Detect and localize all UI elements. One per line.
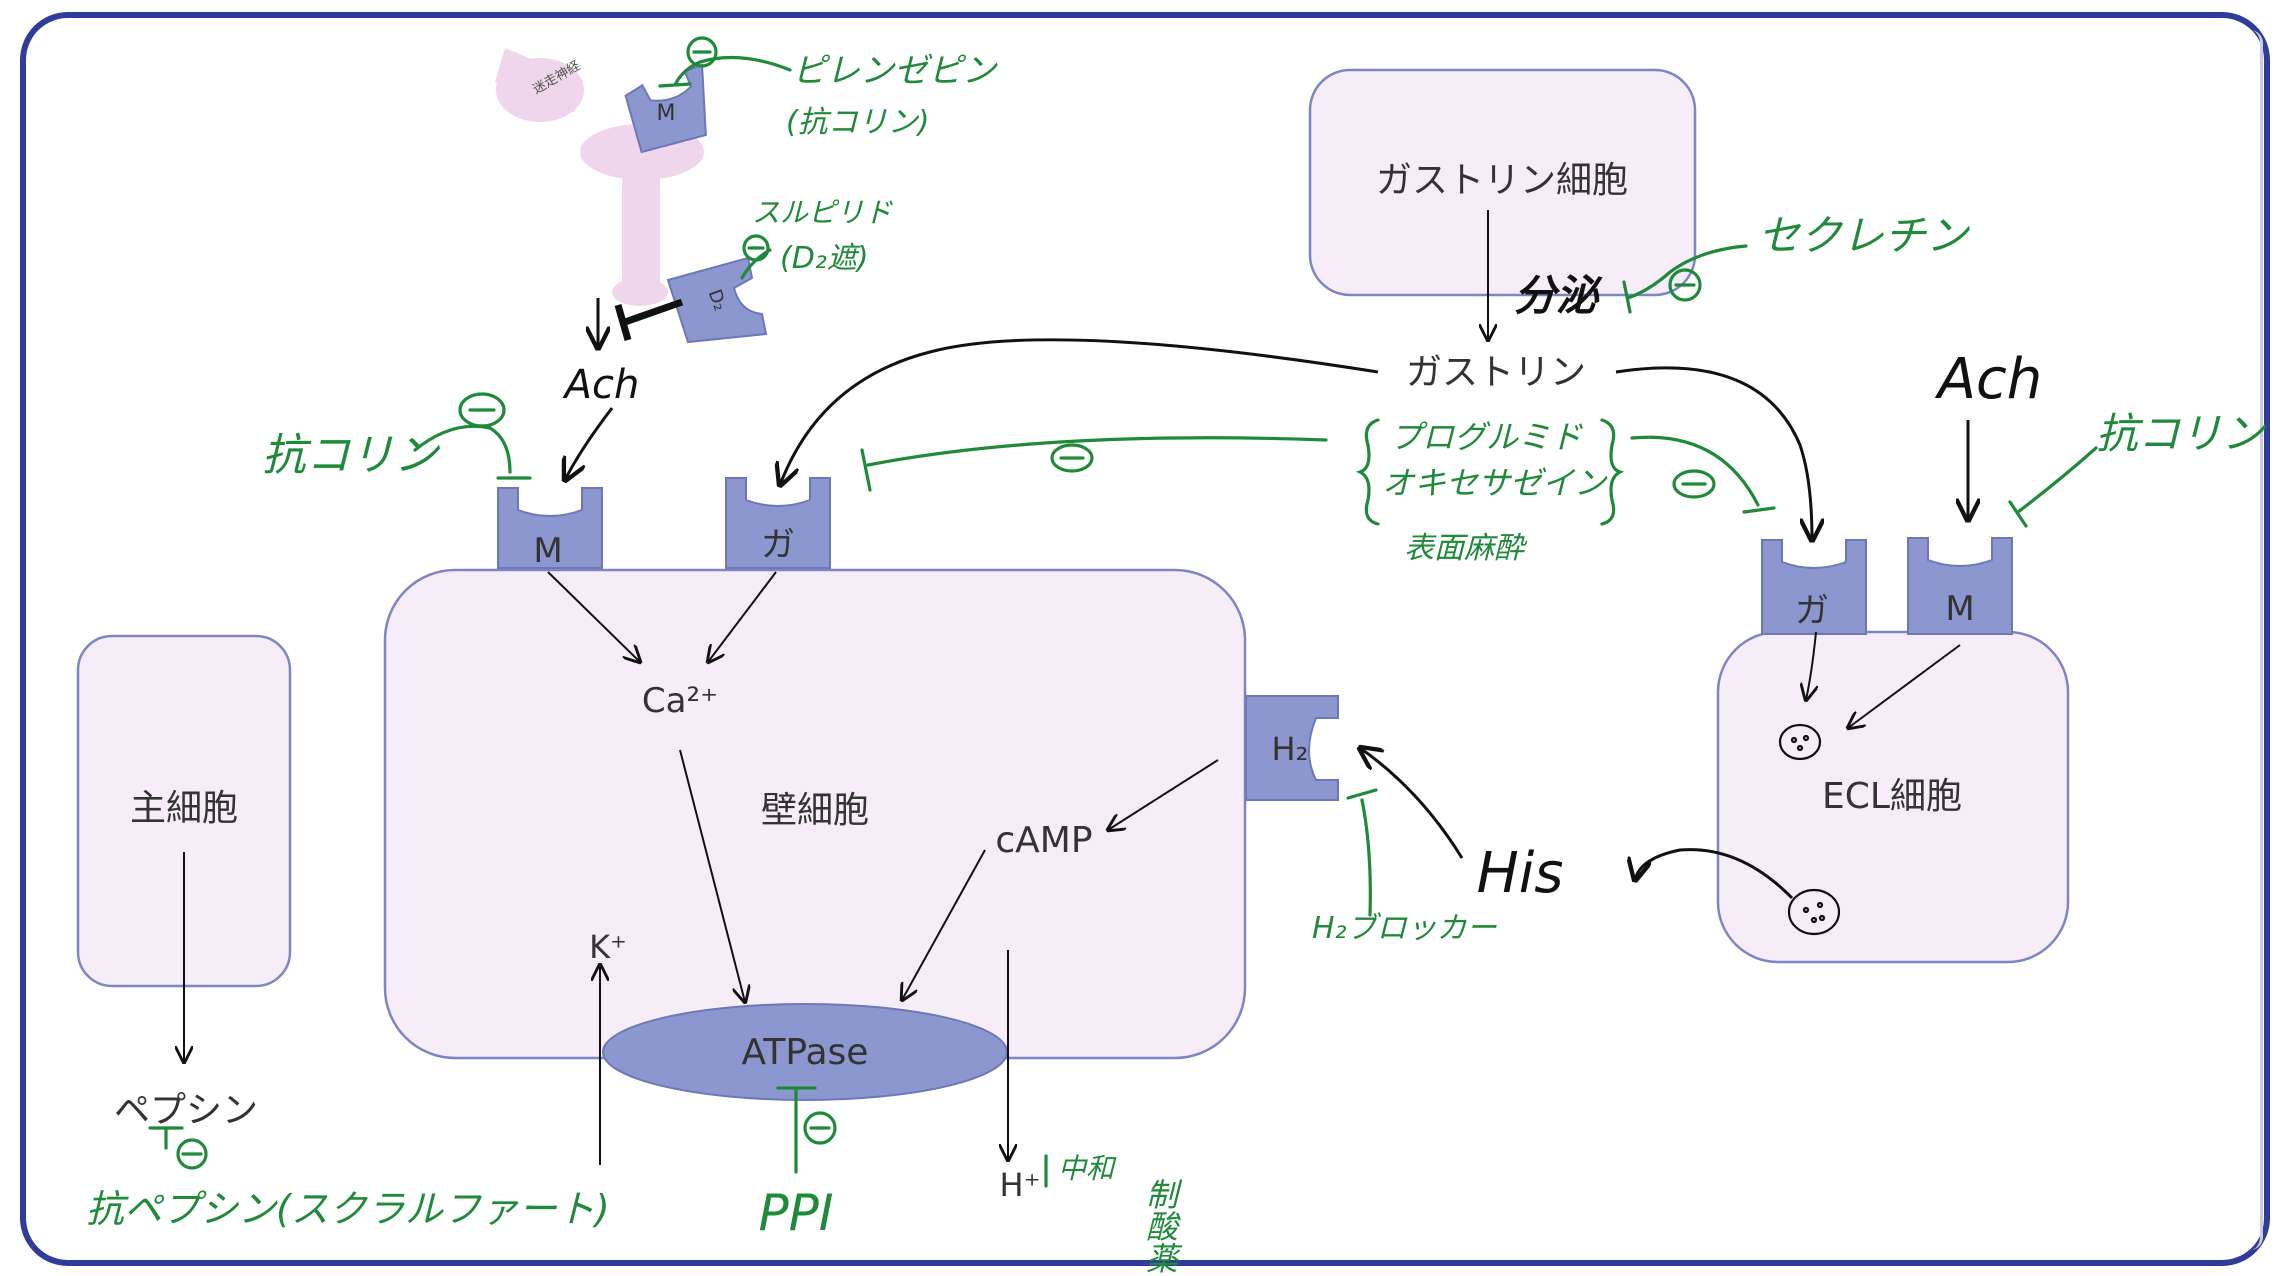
arrow-h2-to-camp <box>1108 759 1219 830</box>
antipepsin-label: 抗ペプシン(スクラルファート) <box>86 1187 610 1231</box>
oxethazaine-label: オキセサゼイン <box>1382 464 1608 502</box>
his-label: His <box>1477 841 1564 906</box>
ecl-m-label: M <box>1945 589 1974 629</box>
proglumide-minus-right <box>1672 469 1716 499</box>
sulpiride-label: スルピリド <box>752 196 893 229</box>
ppi-label: PPI <box>758 1184 833 1242</box>
pirenzepine-line <box>673 55 792 87</box>
anticholinergic-left-label: 抗コリン <box>262 430 441 481</box>
ach-right-label: Ach <box>1935 347 2043 412</box>
proglumide-label: プログルミド <box>1390 418 1583 456</box>
secretin-label: セクレチン <box>1758 211 1970 260</box>
parietal-ga-label: ガ <box>761 525 795 565</box>
pirenzepine-label: ピレンゼピン <box>792 51 998 91</box>
secretin-minus <box>1668 268 1702 302</box>
arrow-ach-to-m <box>565 407 614 480</box>
parietal-m-receptor <box>497 487 603 569</box>
d2-inhibition-bar-end <box>614 304 632 341</box>
gastrin-cell-label: ガストリン細胞 <box>1376 160 1628 201</box>
slide-scroll-edge <box>2250 30 2263 1250</box>
h2-blocker-label: H₂ブロッカー <box>1312 911 1498 946</box>
gastrin-cell <box>1308 68 1697 297</box>
anticholinergic-right-line <box>2016 446 2098 514</box>
ecl-cell <box>1716 630 2070 964</box>
ach-top-label: Ach <box>562 362 640 408</box>
proglumide-to-parietal-bar <box>860 448 872 492</box>
sulpiride-minus-circle <box>742 234 770 262</box>
proglumide-to-parietal-line <box>866 436 1328 467</box>
d2-inhibition-bar-line <box>623 298 684 326</box>
proglumide-minus-left <box>1050 443 1094 473</box>
antipepsin-minus <box>176 1138 208 1170</box>
arrow-ecl-to-his <box>1635 848 1794 900</box>
pirenzepine-bar <box>658 82 692 88</box>
oxethazaine-left-brace <box>1355 418 1380 526</box>
h2-blocker-bar <box>1346 788 1378 800</box>
ecl-granules <box>1778 723 1841 936</box>
anticholinergic-left-minus <box>458 392 506 428</box>
pirenzepine-minus-circle <box>686 36 718 68</box>
atpase-label: ATPase <box>742 1032 869 1073</box>
h-ion-label: H⁺ <box>1000 1166 1041 1204</box>
ca-label: Ca²⁺ <box>642 681 718 721</box>
secretin-line <box>1626 244 1748 300</box>
parietal-m-label: M <box>533 531 562 571</box>
anticholinergic-right-bar <box>2008 500 2028 528</box>
proglumide-to-ecl-bar <box>1742 506 1776 514</box>
parietal-h2-receptor <box>1245 695 1339 801</box>
arrow-m-to-ca <box>547 571 640 662</box>
neuron-m-receptor <box>624 63 707 154</box>
neutralize-label: 中和 <box>1058 1152 1117 1185</box>
ppi-minus <box>803 1111 837 1145</box>
secretion-label: 分泌 <box>1514 271 1603 320</box>
anticholinergic-left-line <box>413 424 512 474</box>
arrow-ga-to-ca <box>708 571 777 662</box>
h2-blocker-line <box>1360 798 1372 917</box>
arrow-gastrin-to-parietal-ga <box>780 338 1379 485</box>
gastrin-label: ガストリン <box>1406 352 1586 393</box>
parietal-ga-receptor <box>725 477 831 569</box>
pepsin-label: ペプシン <box>114 1090 258 1131</box>
arrow-ca-to-atpase <box>679 749 745 1002</box>
pirenzepine-sub-label: (抗コリン) <box>786 105 929 140</box>
secretin-bar <box>1622 280 1632 314</box>
arrow-ecl-ga-to-granule <box>1806 631 1816 700</box>
antacid-label: 制酸薬 <box>1141 1178 1179 1274</box>
proglumide-to-ecl-line <box>1630 435 1760 507</box>
main-cell-label: 主細胞 <box>130 788 238 829</box>
ecl-m-receptor <box>1907 537 2013 635</box>
ecl-ga-label: ガ <box>1795 591 1829 631</box>
parietal-h2-label: H₂ <box>1272 730 1309 768</box>
anticholinergic-right-label: 抗コリン <box>2096 409 2266 458</box>
neuron-m-label: M <box>657 101 676 126</box>
oxethazaine-sub-label: 表面麻酔 <box>1404 531 1528 566</box>
sulpiride-sub-label: (D₂遮) <box>780 241 869 276</box>
k-ion-label: K⁺ <box>589 928 627 966</box>
ecl-ga-receptor <box>1761 539 1867 635</box>
parietal-cell-label: 壁細胞 <box>761 790 869 831</box>
arrow-gastrin-to-ecl-ga <box>1615 366 1812 540</box>
camp-label: cAMP <box>995 820 1092 861</box>
arrow-camp-to-atpase <box>902 849 986 1000</box>
arrow-his-to-h2 <box>1360 748 1464 859</box>
ecl-cell-label: ECL細胞 <box>1822 776 1962 817</box>
oxethazaine-right-brace <box>1600 418 1625 526</box>
arrow-ecl-m-to-granule <box>1848 644 1961 728</box>
